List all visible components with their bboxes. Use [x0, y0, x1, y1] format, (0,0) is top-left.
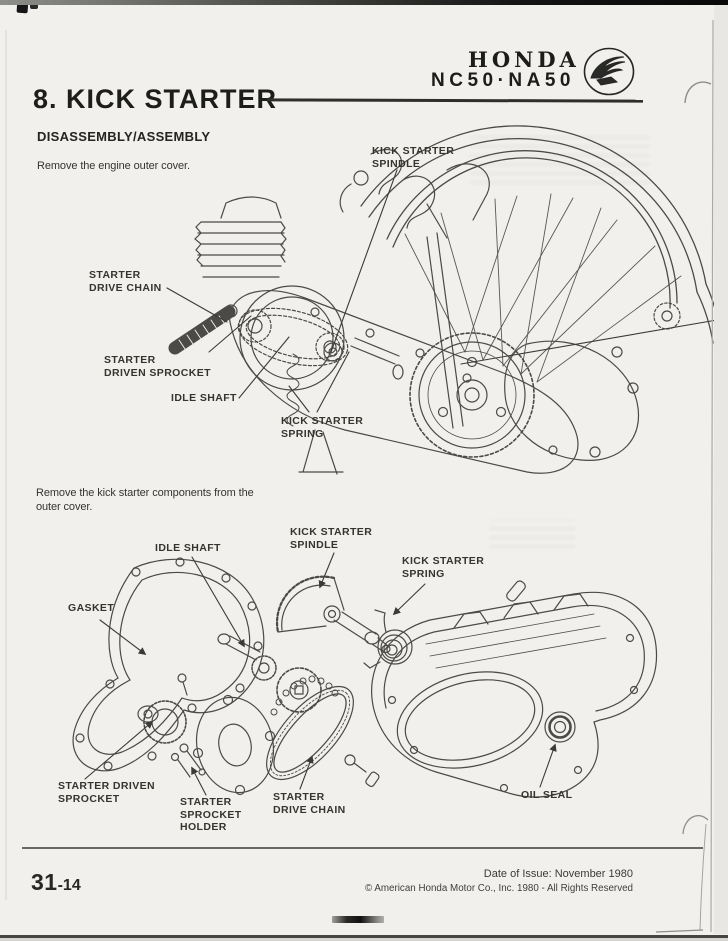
page-number: 31-14 — [31, 869, 81, 896]
bleed-through-artifact — [490, 520, 575, 548]
label-line: KICK STARTER — [372, 145, 455, 157]
oil-seal-part — [545, 712, 575, 742]
instruction-line: outer cover. — [36, 501, 93, 513]
label-line: KICK STARTER — [402, 555, 485, 567]
honda-wordmark: HONDA — [468, 47, 580, 72]
crankcase — [229, 291, 578, 474]
label-line: DRIVEN SPROCKET — [104, 366, 211, 379]
diagram1-label-kick-starter-spring: KICK STARTER SPRING — [281, 415, 363, 440]
page-suffix: -14 — [57, 877, 81, 894]
starter-sprocket-holder-part — [188, 690, 282, 800]
diagram1-label-kick-starter-spindle: KICK STARTER SPINDLE — [372, 145, 454, 170]
scan-top-edge — [0, 0, 728, 5]
outer-cover-part — [345, 579, 657, 797]
kick-starter-spindle-part — [277, 577, 390, 653]
diagram2-label-kick-starter-spring: KICK STARTER SPRING — [402, 555, 484, 580]
leader-lines — [85, 553, 557, 795]
honda-wing-icon — [583, 47, 635, 96]
diagram2-label-idle-shaft: IDLE SHAFT — [155, 542, 221, 555]
leader-lines — [167, 170, 717, 412]
label-line: KICK STARTER — [281, 415, 364, 427]
diagram2-label-kick-starter-spindle: KICK STARTER SPINDLE — [290, 526, 372, 551]
label-line: SPROCKET — [58, 792, 120, 805]
diagram2-label-starter-driven-sprocket: STARTER DRIVEN SPROCKET — [58, 780, 155, 805]
cylinder-fins — [195, 197, 286, 277]
date-of-issue: Date of Issue: November 1980 — [483, 868, 633, 880]
label-line: STARTER — [180, 796, 232, 808]
diagram2-label-starter-drive-chain: STARTER DRIVE CHAIN — [273, 791, 346, 816]
label-line: STARTER — [273, 791, 325, 803]
diagram2-label-gasket: GASKET — [68, 602, 114, 615]
copyright-line: © American Honda Motor Co., Inc. 1980 - … — [300, 883, 633, 894]
label-line: SPROCKET — [180, 808, 242, 821]
exploded-view-illustration — [34, 550, 694, 860]
scan-bottom-edge — [0, 934, 728, 941]
label-line: STARTER — [104, 354, 156, 366]
label-line: SPINDLE — [290, 538, 339, 551]
model-code: NC50·NA50 — [431, 70, 575, 91]
label-line: HOLDER — [180, 821, 227, 833]
label-line: STARTER — [89, 269, 141, 281]
label-line: SPRING — [281, 427, 324, 440]
frame-and-cables — [299, 150, 489, 474]
label-line: GASKET — [68, 602, 115, 614]
label-line: SPRING — [402, 567, 445, 580]
binding-mark — [332, 916, 384, 923]
label-line: OIL SEAL — [521, 789, 573, 801]
copyright-icon: © — [364, 883, 373, 894]
copyright-text: American Honda Motor Co., Inc. 1980 - Al… — [374, 883, 633, 894]
diagram2-label-starter-sprocket-holder: STARTER SPROCKET HOLDER — [180, 796, 242, 834]
label-line: DRIVE CHAIN — [89, 281, 162, 294]
diagram1-label-starter-driven-sprocket: STARTER DRIVEN SPROCKET — [104, 354, 211, 379]
idle-shaft-part — [218, 634, 276, 680]
label-line: STARTER DRIVEN — [58, 780, 155, 792]
diagram1-label-starter-drive-chain: STARTER DRIVE CHAIN — [89, 269, 162, 294]
idle-gear-part — [277, 668, 321, 712]
kick-starter-spring-part — [364, 610, 412, 668]
scan-right-margin — [714, 5, 728, 934]
starter-drive-chain-part — [252, 673, 368, 794]
instruction-step-1: Remove the engine outer cover. — [37, 160, 190, 172]
label-line: DRIVE CHAIN — [273, 803, 346, 816]
instruction-line: Remove the kick starter components from … — [36, 487, 254, 499]
footer-rule — [22, 847, 703, 849]
section-heading: DISASSEMBLY/ASSEMBLY — [37, 129, 211, 144]
label-line: SPINDLE — [372, 157, 421, 170]
engine-side-view-illustration — [165, 140, 723, 478]
chapter-number: 31 — [31, 869, 58, 895]
label-line: KICK STARTER — [290, 526, 373, 538]
instruction-step-2: Remove the kick starter components from … — [36, 486, 276, 514]
label-line: IDLE SHAFT — [155, 542, 221, 554]
label-line: IDLE SHAFT — [171, 392, 237, 404]
diagram1-label-idle-shaft: IDLE SHAFT — [171, 392, 237, 405]
page-title: 8. KICK STARTER — [33, 84, 278, 114]
diagram2-label-oil-seal: OIL SEAL — [521, 789, 572, 802]
